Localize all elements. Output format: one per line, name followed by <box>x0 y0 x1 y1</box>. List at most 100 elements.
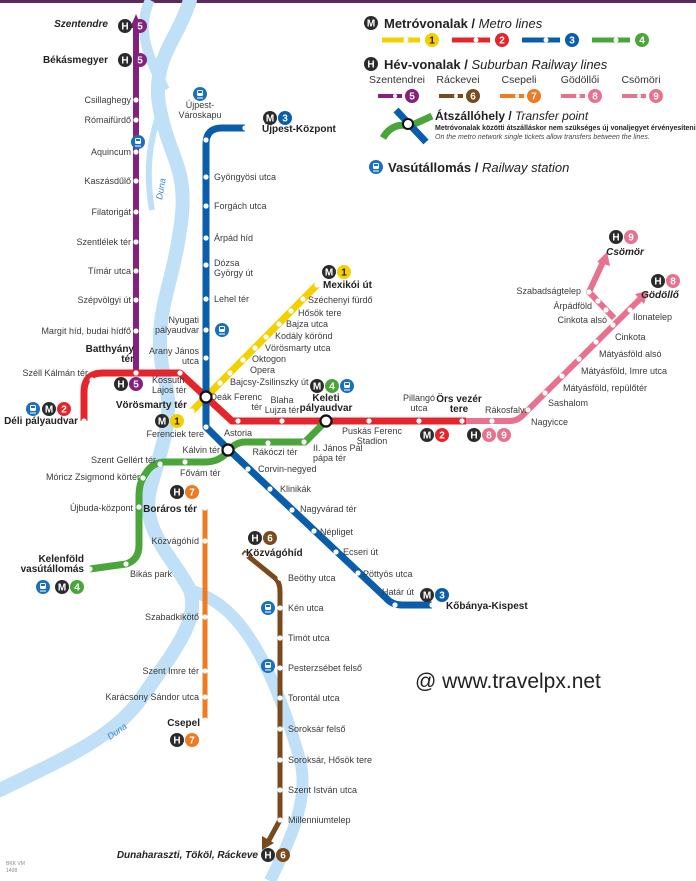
station-label-line: Sashalom <box>548 398 588 408</box>
station-m1: Opera <box>227 365 275 376</box>
station-label: Határ út <box>382 587 415 597</box>
station-label: Széchenyi fürdő <box>308 295 373 305</box>
line-number-badge-h9: 9 <box>497 428 511 442</box>
station-dot <box>140 475 146 481</box>
station-label: Népliget <box>320 527 354 537</box>
station-label: Kén utca <box>288 603 324 613</box>
station-label-line: Szabadkikötő <box>145 612 199 622</box>
station-label: Bajcsy-Zsilinszky út <box>230 377 309 387</box>
station-dot <box>277 726 283 732</box>
station-label-line: Szent István utca <box>288 785 357 795</box>
footer-code-1: BKK VM <box>6 861 25 867</box>
hev-icon: H <box>114 377 128 391</box>
station-label: Beöthy utca <box>288 573 336 583</box>
station-label-line: Boráros tér <box>143 504 197 515</box>
station-label-line: Kálvin tér <box>182 445 220 455</box>
badge-number: 7 <box>531 92 537 103</box>
station-h5: Filatorigát <box>91 207 139 217</box>
station-label: Mátyásföld alsó <box>599 349 662 359</box>
station-label-line: Pesterzsébet felső <box>288 663 362 673</box>
station-label-line: Bikás park <box>130 569 173 579</box>
badge-number: 8 <box>592 92 598 103</box>
station-dot <box>136 504 142 510</box>
badge-circle <box>129 377 143 391</box>
station-label-line: Csömör <box>606 247 645 258</box>
train-window <box>136 139 140 141</box>
station-h7: Szent Imre tér <box>142 666 208 676</box>
river-rackeve-branch <box>188 584 309 881</box>
station-h8: Cinkota <box>610 322 646 342</box>
station-dot <box>203 174 209 180</box>
transfer-point-icon <box>221 443 235 457</box>
station-label: Ferenciek tere <box>146 429 204 439</box>
badge-letter: H <box>251 534 258 545</box>
station-dot <box>277 817 283 823</box>
station-h5: Margit híd, budai hídfő <box>41 326 139 336</box>
railway-station-icon <box>193 87 207 101</box>
station-label-line: II. János Pál <box>313 443 363 453</box>
station-dot <box>429 602 435 608</box>
station-label: Vörösmarty tér <box>116 400 187 411</box>
legend-metro-title-hu: Metróvonalak <box>384 16 469 31</box>
station-dot <box>133 149 139 155</box>
legend-metro-title-en: Metro lines <box>479 16 543 31</box>
station-label-line: Hősök tere <box>298 308 342 318</box>
line-number-badge-h5: 5 <box>405 89 419 103</box>
station-label: Közvágóhíd <box>151 536 199 546</box>
station-dot <box>627 307 633 313</box>
station-label-line: pályaudvar <box>155 325 199 335</box>
badge-circle <box>565 33 579 47</box>
train-window <box>374 164 378 166</box>
station-m4: Szent Gellért tér <box>91 455 163 467</box>
station-label-line: Városkapu <box>178 110 221 120</box>
metro-icon: M <box>420 428 434 442</box>
hev-icon: H <box>261 848 275 862</box>
station-dot <box>252 345 258 351</box>
station-dot <box>133 209 139 215</box>
station-label: Szépvölgyi út <box>77 295 131 305</box>
station-dot <box>242 125 248 131</box>
station-label: Kőbánya-Kispest <box>446 601 528 612</box>
station-m1: Oktogon <box>240 354 286 364</box>
station-label-line: Cinkota alsó <box>557 315 607 325</box>
legend-dot <box>403 37 409 43</box>
station-label-line: Gödöllő <box>641 290 680 301</box>
station-label-line: Cinkota <box>615 332 646 342</box>
badge-number: 6 <box>470 92 476 103</box>
arrow-icon-h9 <box>597 252 610 266</box>
station-label-line: Beöthy utca <box>288 573 336 583</box>
station-label-line: Közvágóhíd <box>151 536 199 546</box>
line-number-badge-h7: 7 <box>185 485 199 499</box>
badge-letter: H <box>173 736 180 747</box>
station-label: Sashalom <box>548 398 588 408</box>
station-dot <box>133 268 139 274</box>
badge-circle <box>55 580 69 594</box>
station-dot <box>157 461 163 467</box>
badge-number: 2 <box>499 36 505 47</box>
station-dot <box>288 308 294 314</box>
footer-code-2: 1408 <box>6 868 17 874</box>
station-label: Szabadságtelep <box>516 286 581 296</box>
river-north-branch <box>138 0 170 93</box>
station-label: Újbuda-központ <box>70 503 134 513</box>
station-h6: Közvágóhíd <box>243 548 303 559</box>
station-label-line: vasútállomás <box>21 564 85 575</box>
station-label: Gyöngyösi utca <box>214 172 276 182</box>
station-dot <box>202 668 208 674</box>
station-label: Timót utca <box>288 633 330 643</box>
badge-number: 3 <box>439 591 445 602</box>
station-label-line: Szépvölgyi út <box>77 295 131 305</box>
